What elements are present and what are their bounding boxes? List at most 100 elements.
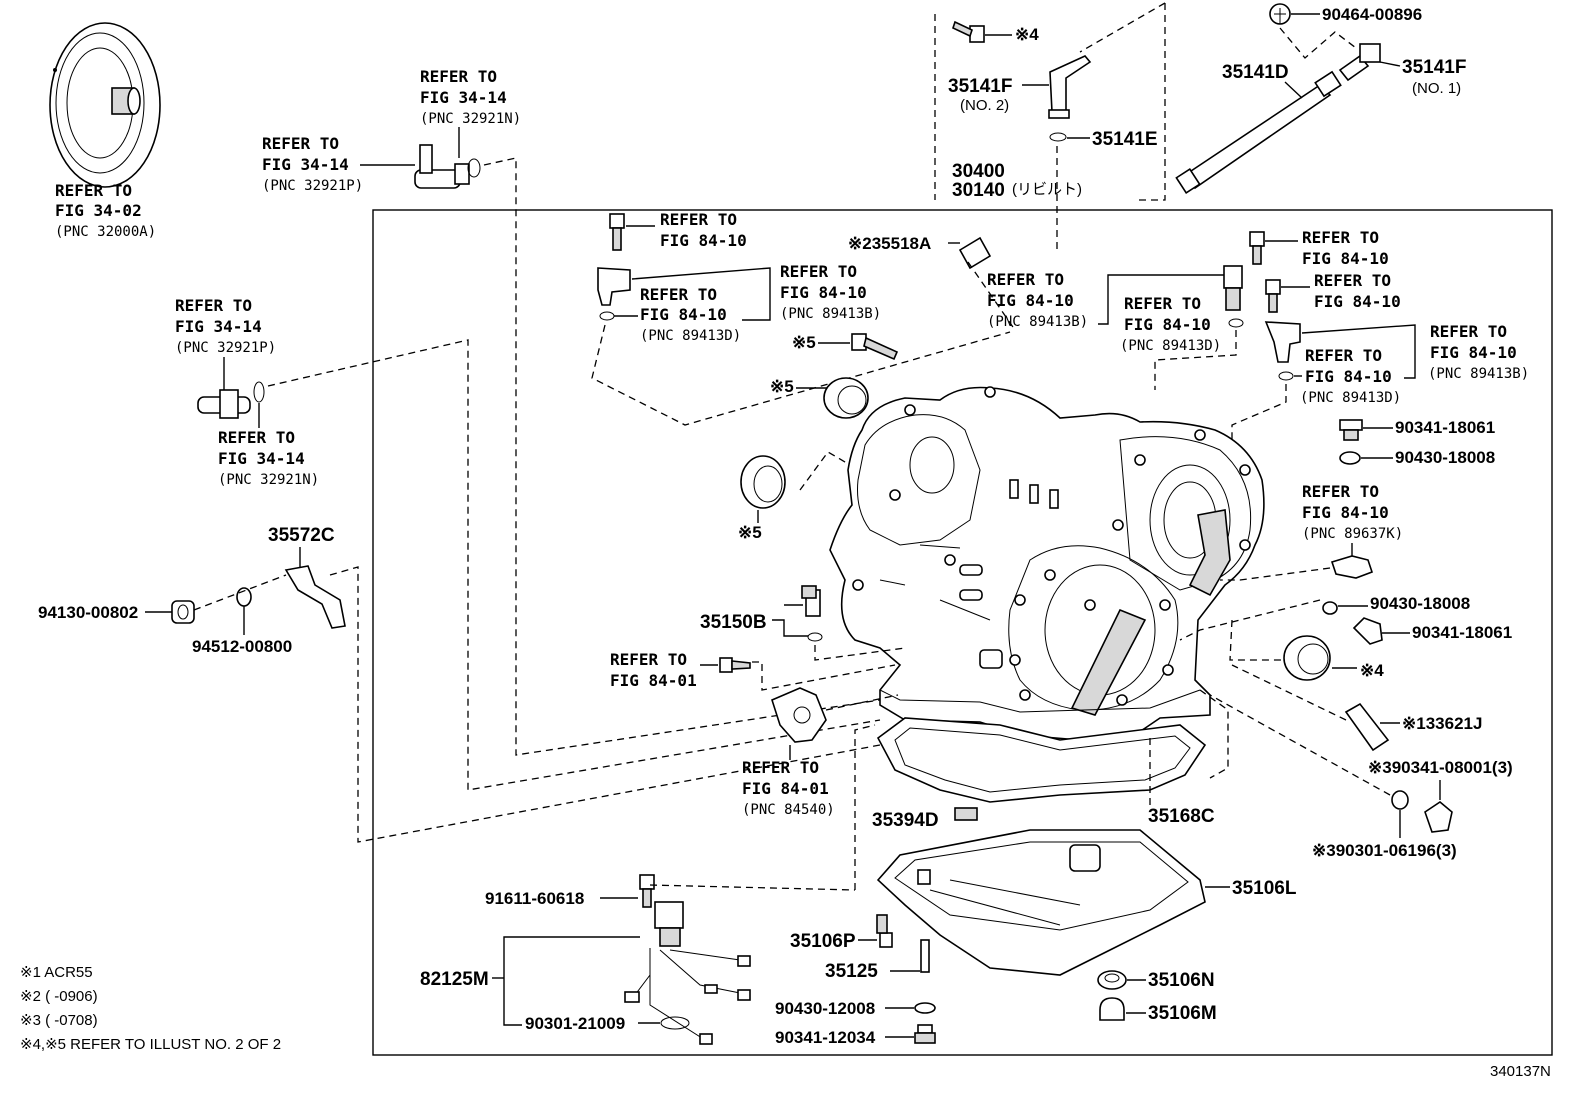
plug-35106M	[1099, 997, 1125, 1021]
plug-35150B	[801, 585, 821, 617]
refer-switch-line1: REFER TO	[742, 758, 819, 777]
refer-sensor-b-line1: REFER TO	[987, 270, 1064, 289]
refer-sensor-a-line1: REFER TO	[780, 262, 857, 281]
part-35168C: 35168C	[1148, 806, 1215, 827]
part-90341-18061-b: 90341-18061	[1412, 623, 1512, 642]
part-90301-06196: ※390301-06196(3)	[1312, 841, 1457, 860]
refer-bolt-c-line1: REFER TO	[1302, 228, 1379, 247]
main-frame	[372, 209, 1553, 1056]
bolt-c	[1249, 231, 1265, 265]
oil-pan-35106L	[876, 829, 1206, 976]
refer-bolt-d-line1: REFER TO	[1314, 271, 1391, 290]
part-90430-18008-a: 90430-18008	[1395, 448, 1495, 467]
refer-union-left-line1: REFER TO	[175, 296, 252, 315]
tube-35125	[920, 939, 930, 973]
mark4-top: ※4	[1015, 25, 1039, 44]
refer-union-oring-line1: REFER TO	[218, 428, 295, 447]
refer-sensor-b-line2: FIG 84-10	[987, 291, 1074, 310]
refer-switch-line2: FIG 84-01	[742, 779, 829, 798]
refer-converter-line3: (PNC 32000A)	[55, 224, 156, 240]
mark5-seal2: ※5	[738, 523, 762, 542]
plug-90341-18061-a	[1339, 419, 1363, 441]
oil-seal-b	[740, 455, 786, 509]
refer-sensor-c-oring-line3: (PNC 89413D)	[1300, 390, 1401, 406]
part-30140: 30140	[952, 180, 1005, 201]
part-30400: 30400	[952, 161, 1005, 182]
refer-sensor-c-line3: (PNC 89413B)	[1428, 366, 1529, 382]
refer-plug-sensor-line1: REFER TO	[1302, 482, 1379, 501]
refer-sensor-c-oring-line1: REFER TO	[1305, 346, 1382, 365]
gasket-90430-18008-b	[1322, 601, 1338, 615]
part-94130: 94130-00802	[38, 603, 138, 622]
part-94512: 94512-00800	[192, 637, 292, 656]
part-90341-12034: 90341-12034	[775, 1028, 876, 1047]
bolt-e	[719, 657, 751, 673]
refer-sensor-b-oring-line3: (PNC 89413D)	[1120, 338, 1221, 354]
part-35518A: ※235518A	[848, 234, 931, 253]
refer-sensor-a-line2: FIG 84-10	[780, 283, 867, 302]
oring-35141E	[1049, 132, 1067, 142]
refer-sensor-b-oring-line2: FIG 84-10	[1124, 315, 1211, 334]
bolt-d	[1265, 279, 1281, 313]
sensor-c	[1264, 321, 1301, 363]
refer-bolt-a-line1: REFER TO	[660, 210, 737, 229]
refer-sensor-c-line2: FIG 84-10	[1430, 343, 1517, 362]
refer-plug-sensor-line2: FIG 84-10	[1302, 503, 1389, 522]
figure-code: 340137N	[1490, 1063, 1551, 1080]
part-35141F-no1: 35141F	[1402, 57, 1466, 78]
harness-82125M	[624, 901, 751, 1045]
sensor-b	[1223, 265, 1243, 311]
oil-seal-mark4	[1283, 635, 1331, 681]
bolt-mark4-top	[952, 20, 985, 43]
part-35572C: 35572C	[268, 525, 335, 546]
refer-bolt-e-line1: REFER TO	[610, 650, 687, 669]
refer-union-left-line2: FIG 34-14	[175, 317, 262, 336]
refer-sensor-a-line3: (PNC 89413B)	[780, 306, 881, 322]
sensor-a	[597, 267, 631, 306]
part-91611: 91611-60618	[485, 889, 584, 908]
sensor-89637K	[1330, 555, 1374, 579]
plug-90341-12034	[914, 1024, 936, 1044]
bolt-91611	[639, 874, 655, 908]
part-33621J: ※133621J	[1402, 714, 1482, 733]
refer-switch-line3: (PNC 84540)	[742, 802, 835, 818]
part-90341-18061-a: 90341-18061	[1395, 418, 1495, 437]
part-35125: 35125	[825, 961, 878, 982]
refer-converter-line1: REFER TO	[55, 181, 132, 200]
part-35106L: 35106L	[1232, 878, 1297, 899]
part-90430-12008: 90430-12008	[775, 999, 875, 1018]
plug-90341-18061-b	[1352, 617, 1383, 645]
magnet-35394D	[954, 807, 978, 821]
oil-seal-a	[823, 377, 869, 419]
refer-sensor-a-oring-line3: (PNC 89413D)	[640, 328, 741, 344]
refer-converter-line2: FIG 34-02	[55, 201, 142, 220]
refer-bolt-a-line2: FIG 84-10	[660, 231, 747, 250]
pipe-35141D	[1175, 70, 1342, 195]
part-35106M: 35106M	[1148, 1003, 1217, 1024]
refer-pipe-tr-line2: FIG 34-14	[420, 88, 507, 107]
refer-pipe-tr-line1: REFER TO	[420, 67, 497, 86]
gasket-90430-12008	[914, 1002, 936, 1014]
refer-pipe-tl-line1: REFER TO	[262, 134, 339, 153]
fitting-35141F-no1	[1338, 43, 1381, 82]
part-35141F-no2: 35141F	[948, 76, 1012, 97]
part-30140-note: (リビルト)	[1012, 181, 1082, 198]
refer-sensor-c-oring-line2: FIG 84-10	[1305, 367, 1392, 386]
part-35141D: 35141D	[1222, 62, 1289, 83]
part-35141E: 35141E	[1092, 129, 1158, 150]
label-33621J	[1344, 702, 1390, 752]
part-90301-21009: 90301-21009	[525, 1014, 625, 1033]
note-4: ※4,※5 REFER TO ILLUST NO. 2 OF 2	[20, 1036, 281, 1053]
refer-union-oring-line2: FIG 34-14	[218, 449, 305, 468]
mark4-seal: ※4	[1360, 661, 1384, 680]
refer-bolt-e-line2: FIG 84-01	[610, 671, 697, 690]
refer-pipe-tl-line2: FIG 34-14	[262, 155, 349, 174]
gasket-90301-06196	[1391, 790, 1409, 810]
mark5-bolt: ※5	[792, 333, 816, 352]
mark5-seal: ※5	[770, 377, 794, 396]
refer-plug-sensor-line3: (PNC 89637K)	[1302, 526, 1403, 542]
bracket-35572C	[284, 565, 346, 629]
part-90430-18008-b: 90430-18008	[1370, 594, 1470, 613]
transaxle-case	[829, 386, 1265, 741]
